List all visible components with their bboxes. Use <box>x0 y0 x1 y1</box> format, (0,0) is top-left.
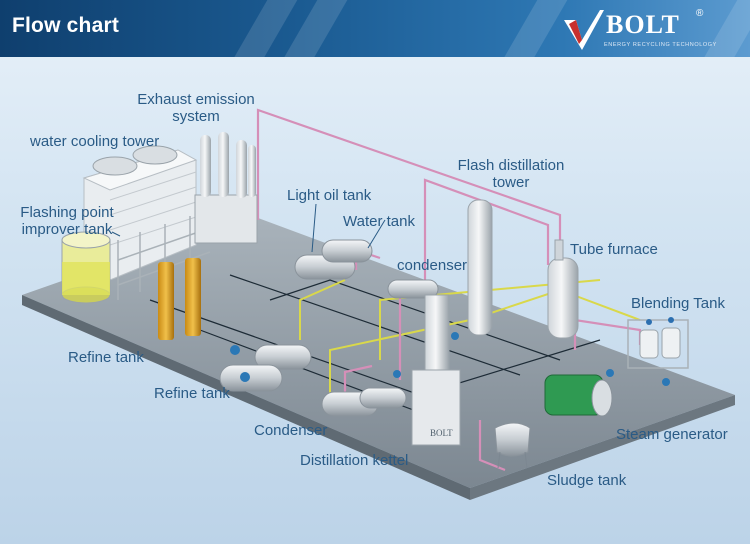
registered-mark: ® <box>696 8 704 19</box>
label-tube-furnace: Tube furnace <box>570 241 658 258</box>
equipment-mark: BOLT <box>430 428 453 438</box>
steam-generator <box>544 374 613 417</box>
flashing-point-improver-tank <box>61 231 111 304</box>
brand-name: BOLT <box>606 10 680 39</box>
main-column: BOLT <box>411 294 461 446</box>
label-steam-generator: Steam generator <box>616 426 728 443</box>
blending-tank-unit <box>627 317 689 369</box>
tube-furnace <box>547 239 579 339</box>
v-check-icon <box>564 10 604 50</box>
label-water-cooling-tower: water cooling tower <box>30 133 160 150</box>
brand-tagline: ENERGY RECYCLING TECHNOLOGY <box>604 42 717 48</box>
label-sludge-tank: Sludge tank <box>547 472 627 489</box>
flash-distillation-tower <box>467 199 493 336</box>
brand-logo: BOLT ® ENERGY RECYCLING TECHNOLOGY <box>560 6 716 54</box>
page-title: Flow chart <box>12 14 120 37</box>
label-flash-distillation-tower: Flash distillation tower <box>457 157 565 191</box>
label-light-oil-tank: Light oil tank <box>287 187 372 204</box>
exhaust-emission-system <box>194 132 258 244</box>
label-condenser-bottom: Condenser <box>254 422 328 439</box>
water-cooling-tower <box>82 145 198 281</box>
label-exhaust-emission-system: Exhaust emission system <box>137 91 255 125</box>
label-flashing-point-improver-tank: Flashing point improver tank <box>20 204 114 238</box>
label-water-tank: Water tank <box>343 213 415 230</box>
water-tank <box>321 239 373 263</box>
header-banner: Flow chart BOLT ® ENERGY RECYCLING TECHN… <box>0 0 750 57</box>
label-refine-tank-1: Refine tank <box>68 349 144 366</box>
label-refine-tank-2: Refine tank <box>154 385 230 402</box>
sludge-tank <box>494 422 531 469</box>
refine-tank-upper <box>254 344 312 370</box>
pumps <box>230 332 670 386</box>
label-pointers <box>111 203 386 253</box>
condenser-bottom-unit <box>321 387 407 417</box>
label-blending-tank: Blending Tank <box>631 295 725 312</box>
refine-columns <box>158 258 201 340</box>
condenser-top-unit <box>387 279 439 299</box>
label-distillation-kettel: Distillation kettel <box>300 452 409 469</box>
refine-tank-lower <box>219 364 283 392</box>
label-condenser-top: condenser <box>397 257 468 274</box>
